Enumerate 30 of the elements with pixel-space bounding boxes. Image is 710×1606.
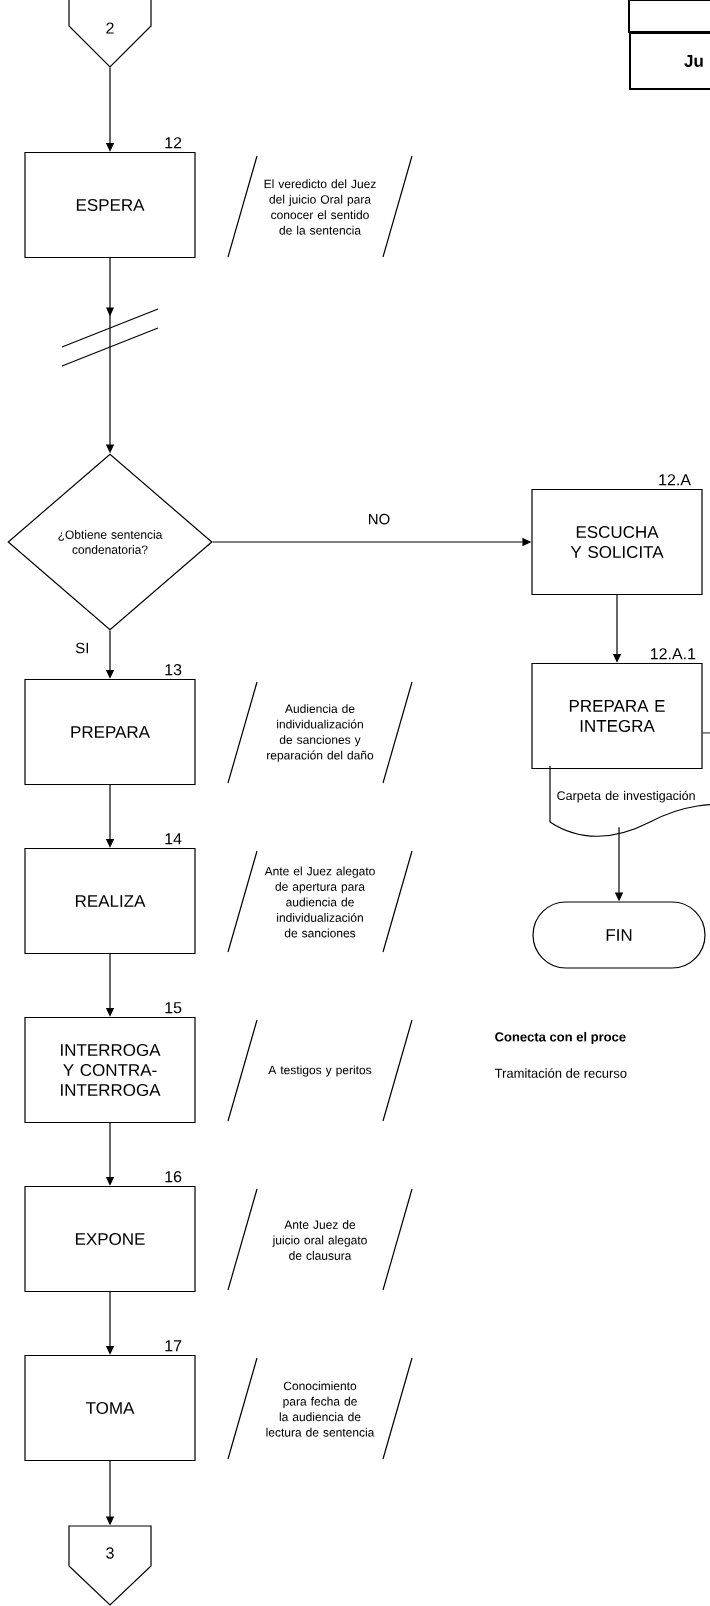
annotation-note: El veredicto del Juez del juicio Oral para conocer el sentido de la sentencia — [227, 155, 413, 258]
process-box: PREPARA — [24, 678, 196, 786]
terminator: FIN — [532, 901, 706, 969]
note-text: Tramitación de recurso — [494, 1068, 627, 1078]
process-box: EXPONE — [24, 1185, 196, 1293]
process-box: INTERROGA Y CONTRA- INTERROGA — [24, 1016, 196, 1124]
step-number: 12.A.1 — [650, 648, 696, 660]
off-page-connector: 2 — [68, 0, 152, 68]
step-number: 16 — [165, 1171, 182, 1183]
process-box: TOMA — [24, 1354, 196, 1462]
step-number: 15 — [165, 1002, 182, 1014]
note-text: Conecta con el proce — [495, 1031, 626, 1045]
annotation-note: A testigos y peritos — [227, 1019, 413, 1122]
step-number: 14 — [165, 833, 182, 845]
process-box: ESPERA — [24, 151, 196, 259]
process-box: REALIZA — [24, 847, 196, 955]
off-page-connector: 3 — [68, 1525, 152, 1606]
step-number: 13 — [165, 664, 182, 676]
annotation-note: Ante el Juez alegato de apertura para audiencia de individualización de sanciones — [227, 850, 413, 953]
table-cell: Ju — [628, 0, 710, 90]
annotation-note: Ante Juez de juicio oral alegato de clausura — [227, 1188, 413, 1291]
annotation-note: Audiencia de individualización de sanciones y reparación del daño — [227, 681, 413, 784]
process-box: ESCUCHA Y SOLICITA — [531, 488, 703, 596]
edge-label: SI — [73, 640, 92, 656]
edge-label: NO — [365, 511, 393, 527]
step-number: 12 — [165, 137, 182, 149]
annotation-note: Conocimiento para fecha de la audiencia de lectura de sentencia — [227, 1357, 413, 1460]
step-number: 17 — [165, 1340, 182, 1352]
process-box: PREPARA E INTEGRA — [531, 662, 703, 770]
step-number: 12.A — [659, 474, 691, 486]
